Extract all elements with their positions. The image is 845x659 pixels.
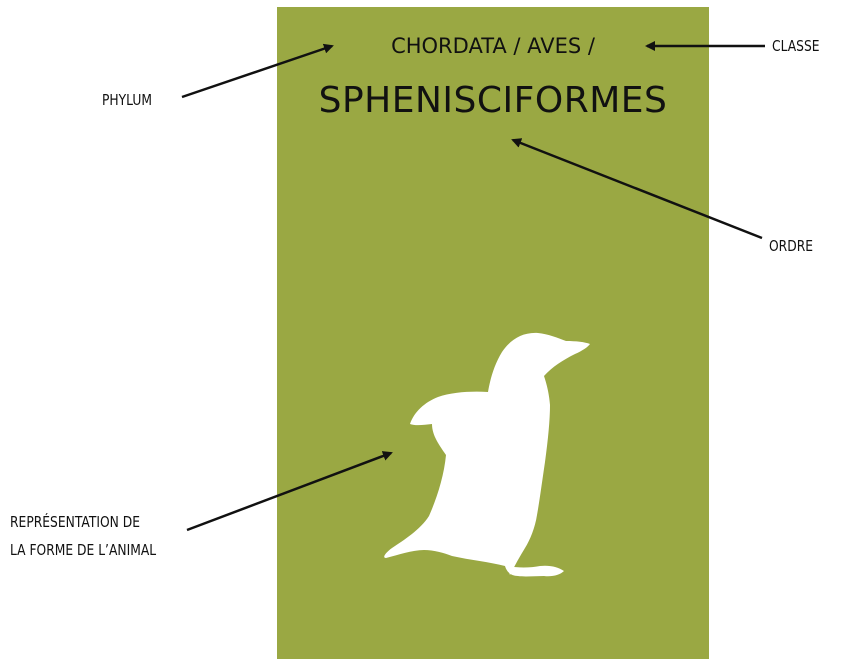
classe-label: CLASSE <box>772 37 820 55</box>
order-name: SPHENISCIFORMES <box>318 80 668 121</box>
phylum-label: PHYLUM <box>102 91 153 109</box>
shape-label-line1: REPRÉSENTATION DE <box>10 513 141 531</box>
shape-label-line2: LA FORME DE L’ANIMAL <box>10 541 157 559</box>
taxonomy-line: CHORDATA / AVES / <box>391 34 595 58</box>
ordre-label: ORDRE <box>769 237 814 255</box>
